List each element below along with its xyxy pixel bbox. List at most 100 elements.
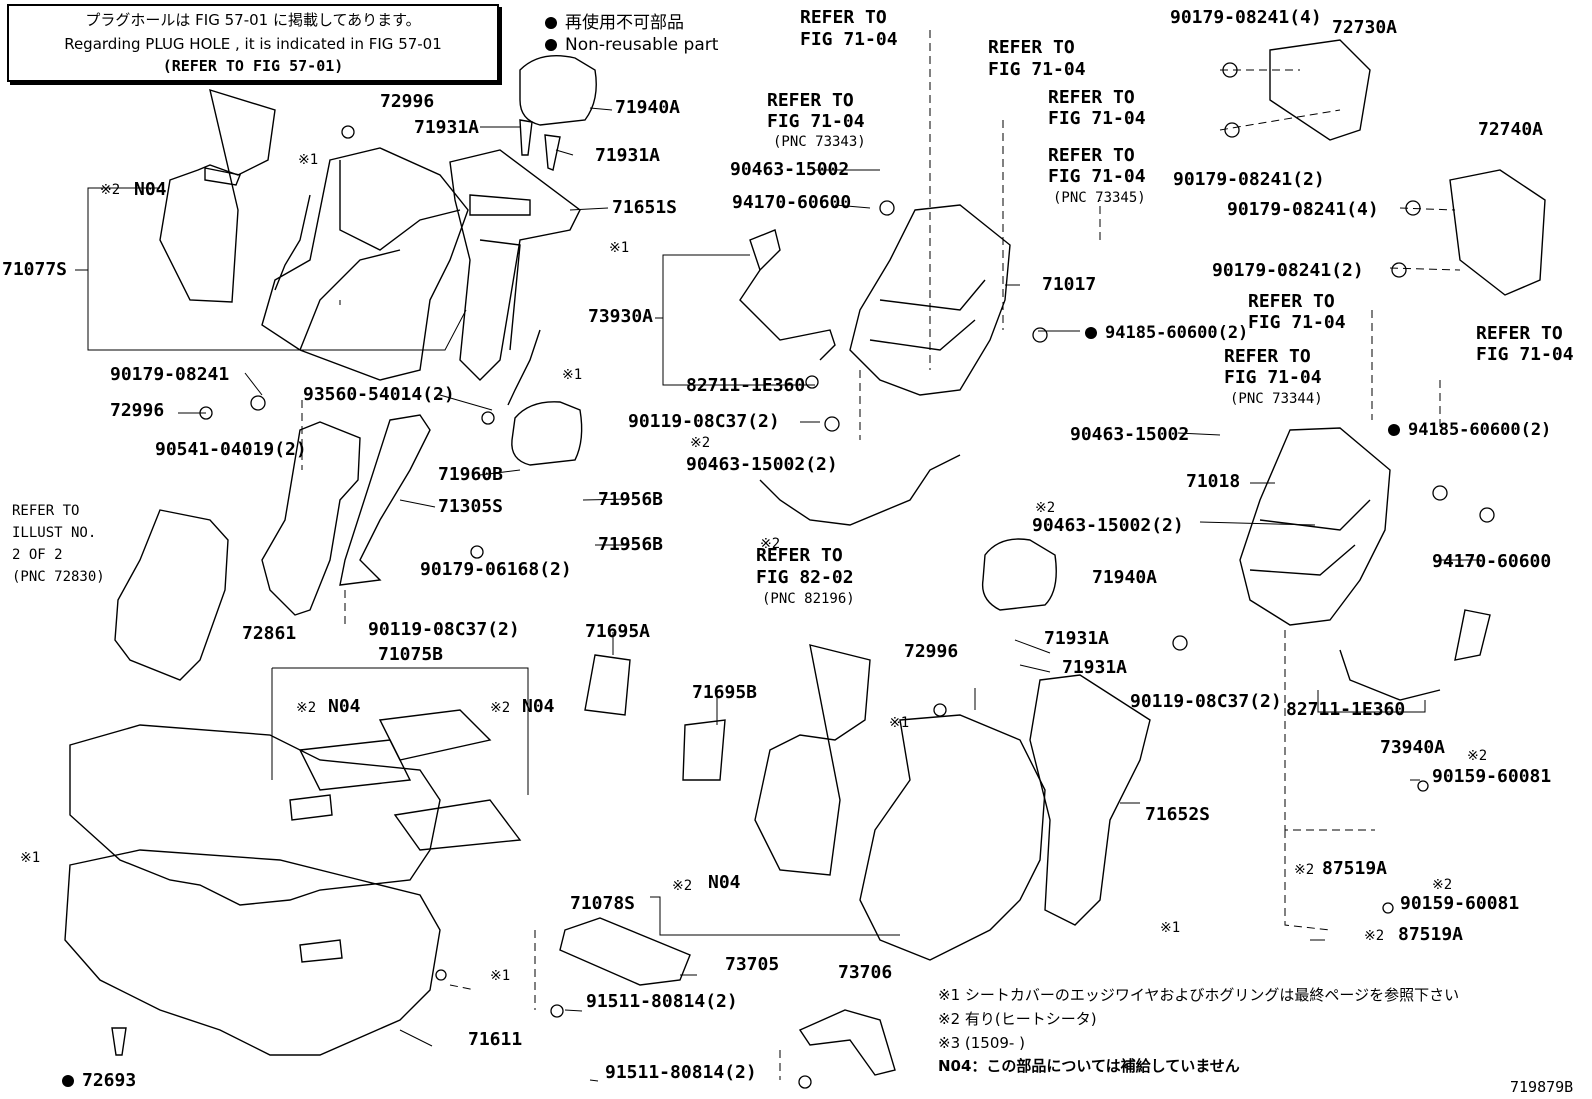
part-n04[interactable]: N04 <box>134 179 167 200</box>
part-71017[interactable]: 71017 <box>1042 274 1097 295</box>
mark-2: ※2 <box>1364 928 1385 944</box>
part-94185-60600[interactable]: 94185-60600(2) <box>1388 420 1551 440</box>
part-71695a[interactable]: 71695A <box>585 621 651 642</box>
part-94170-60600[interactable]: 94170-60600 <box>1432 551 1552 572</box>
part-71651s[interactable]: 71651S <box>612 197 678 218</box>
part-73930a[interactable]: 73930A <box>588 306 654 327</box>
part-94185-60600[interactable]: 94185-60600(2) <box>1085 323 1248 343</box>
refer-to-label: REFER TO <box>1048 145 1135 166</box>
mark-1: ※1 <box>889 715 910 731</box>
part-71931a[interactable]: 71931A <box>414 117 480 138</box>
fig-8202-label: FIG 82-02 <box>756 567 854 588</box>
part-90159-60081[interactable]: 90159-60081 <box>1400 893 1520 914</box>
part-71075b[interactable]: 71075B <box>378 644 444 665</box>
mark-2: ※2 <box>690 435 711 451</box>
part-n04[interactable]: N04 <box>328 696 361 717</box>
mark-2: ※2 <box>490 700 511 716</box>
part-73940a[interactable]: 73940A <box>1380 737 1446 758</box>
refer-to-label: REFER TO <box>1048 87 1135 108</box>
part-90179-08241[interactable]: 90179-08241(2) <box>1173 169 1325 190</box>
part-71956b[interactable]: 71956B <box>598 534 664 555</box>
part-90463-15002[interactable]: 90463-15002 <box>1070 424 1190 445</box>
pnc-73344: (PNC 73344) <box>1230 391 1323 407</box>
part-72740a[interactable]: 72740A <box>1478 119 1544 140</box>
part-72693[interactable]: 72693 <box>62 1070 136 1091</box>
part-90119-08c37[interactable]: 90119-08C37(2) <box>368 619 520 640</box>
mark-1: ※1 <box>1160 920 1181 936</box>
plug-hole-note: プラグホールは FIG 57-01 に掲載してあります。 Regarding P… <box>7 4 499 82</box>
part-71931a[interactable]: 71931A <box>1044 628 1110 649</box>
footnote-3: ※3 (1509- ) <box>938 1034 1025 1052</box>
part-90159-60081[interactable]: 90159-60081 <box>1432 766 1552 787</box>
part-91511-80814[interactable]: 91511-80814(2) <box>605 1062 757 1083</box>
part-71931a[interactable]: 71931A <box>595 145 661 166</box>
part-93560-54014[interactable]: 93560-54014(2) <box>303 384 455 405</box>
part-73706[interactable]: 73706 <box>838 962 893 983</box>
part-n04[interactable]: N04 <box>708 872 741 893</box>
part-90463-15002[interactable]: 90463-15002 <box>730 159 850 180</box>
part-90179-08241[interactable]: 90179-08241(2) <box>1212 260 1364 281</box>
footnote-4: N04：この部品については補給していません <box>938 1057 1240 1075</box>
part-71611[interactable]: 71611 <box>468 1029 523 1050</box>
part-71078s[interactable]: 71078S <box>570 893 636 914</box>
part-71305s[interactable]: 71305S <box>438 496 504 517</box>
mark-2: ※2 <box>1035 500 1056 516</box>
part-82711-1e360[interactable]: 82711-1E360 <box>686 375 806 396</box>
part-90179-06168[interactable]: 90179-06168(2) <box>420 559 572 580</box>
mark-1: ※1 <box>20 850 41 866</box>
fig-7104-label: FIG 71-04 <box>1224 367 1322 388</box>
mark-1: ※1 <box>298 152 319 168</box>
part-90463-15002[interactable]: 90463-15002(2) <box>686 454 838 475</box>
fig-7104-label: FIG 71-04 <box>1476 344 1574 365</box>
non-reusable-dot-icon <box>545 17 557 29</box>
diagram-id: 719879B <box>1510 1078 1574 1096</box>
illust-no: ILLUST NO. <box>12 525 97 541</box>
part-91511-80814[interactable]: 91511-80814(2) <box>586 991 738 1012</box>
part-90463-15002[interactable]: 90463-15002(2) <box>1032 515 1184 536</box>
part-72996[interactable]: 72996 <box>380 91 435 112</box>
mark-1: ※1 <box>609 240 630 256</box>
part-71956b[interactable]: 71956B <box>598 489 664 510</box>
part-72730a[interactable]: 72730A <box>1332 17 1398 38</box>
part-90179-08241[interactable]: 90179-08241(4) <box>1170 7 1322 28</box>
part-82711-1e360[interactable]: 82711-1E360 <box>1286 699 1406 720</box>
refer-to-label: REFER TO <box>1224 346 1311 367</box>
fig-7104-label: FIG 71-04 <box>1248 312 1346 333</box>
part-90179-08241[interactable]: 90179-08241 <box>110 364 230 385</box>
note-line-3: (REFER TO FIG 57-01) <box>162 57 344 75</box>
part-71695b[interactable]: 71695B <box>692 682 758 703</box>
part-73705[interactable]: 73705 <box>725 954 780 975</box>
fig-7104-label: FIG 71-04 <box>1048 108 1146 129</box>
part-71940a[interactable]: 71940A <box>615 97 681 118</box>
part-71018[interactable]: 71018 <box>1186 471 1241 492</box>
part-72996[interactable]: 72996 <box>904 641 959 662</box>
part-72996[interactable]: 72996 <box>110 400 165 421</box>
part-90179-08241[interactable]: 90179-08241(4) <box>1227 199 1379 220</box>
part-71960b[interactable]: 71960B <box>438 464 504 485</box>
part-71931a[interactable]: 71931A <box>1062 657 1128 678</box>
mark-1: ※1 <box>562 367 583 383</box>
part-71077s[interactable]: 71077S <box>2 259 68 280</box>
part-71652s[interactable]: 71652S <box>1145 804 1211 825</box>
fig-7104-label: FIG 71-04 <box>988 59 1086 80</box>
fig-7104-label: FIG 71-04 <box>1048 166 1146 187</box>
part-71940a[interactable]: 71940A <box>1092 567 1158 588</box>
mark-2: ※2 <box>1467 748 1488 764</box>
note-line-2: Regarding PLUG HOLE , it is indicated in… <box>64 35 442 53</box>
refer-to-label: REFER TO <box>800 7 887 28</box>
part-87519a[interactable]: 87519A <box>1398 924 1464 945</box>
pnc-73343: (PNC 73343) <box>773 134 866 150</box>
part-72861[interactable]: 72861 <box>242 623 297 644</box>
non-reusable-dot-icon <box>1388 424 1400 436</box>
part-87519a[interactable]: 87519A <box>1322 858 1388 879</box>
part-94170-60600[interactable]: 94170-60600 <box>732 192 852 213</box>
part-90541-04019[interactable]: 90541-04019(2) <box>155 439 307 460</box>
refer-to-label: REFER TO <box>1248 291 1335 312</box>
part-n04[interactable]: N04 <box>522 696 555 717</box>
part-90119-08c37[interactable]: 90119-08C37(2) <box>1130 691 1282 712</box>
refer-to-label: REFER TO <box>988 37 1075 58</box>
part-90119-08c37[interactable]: 90119-08C37(2) <box>628 411 780 432</box>
mark-2: ※2 <box>672 878 693 894</box>
illust-2of2: 2 OF 2 <box>12 547 63 563</box>
